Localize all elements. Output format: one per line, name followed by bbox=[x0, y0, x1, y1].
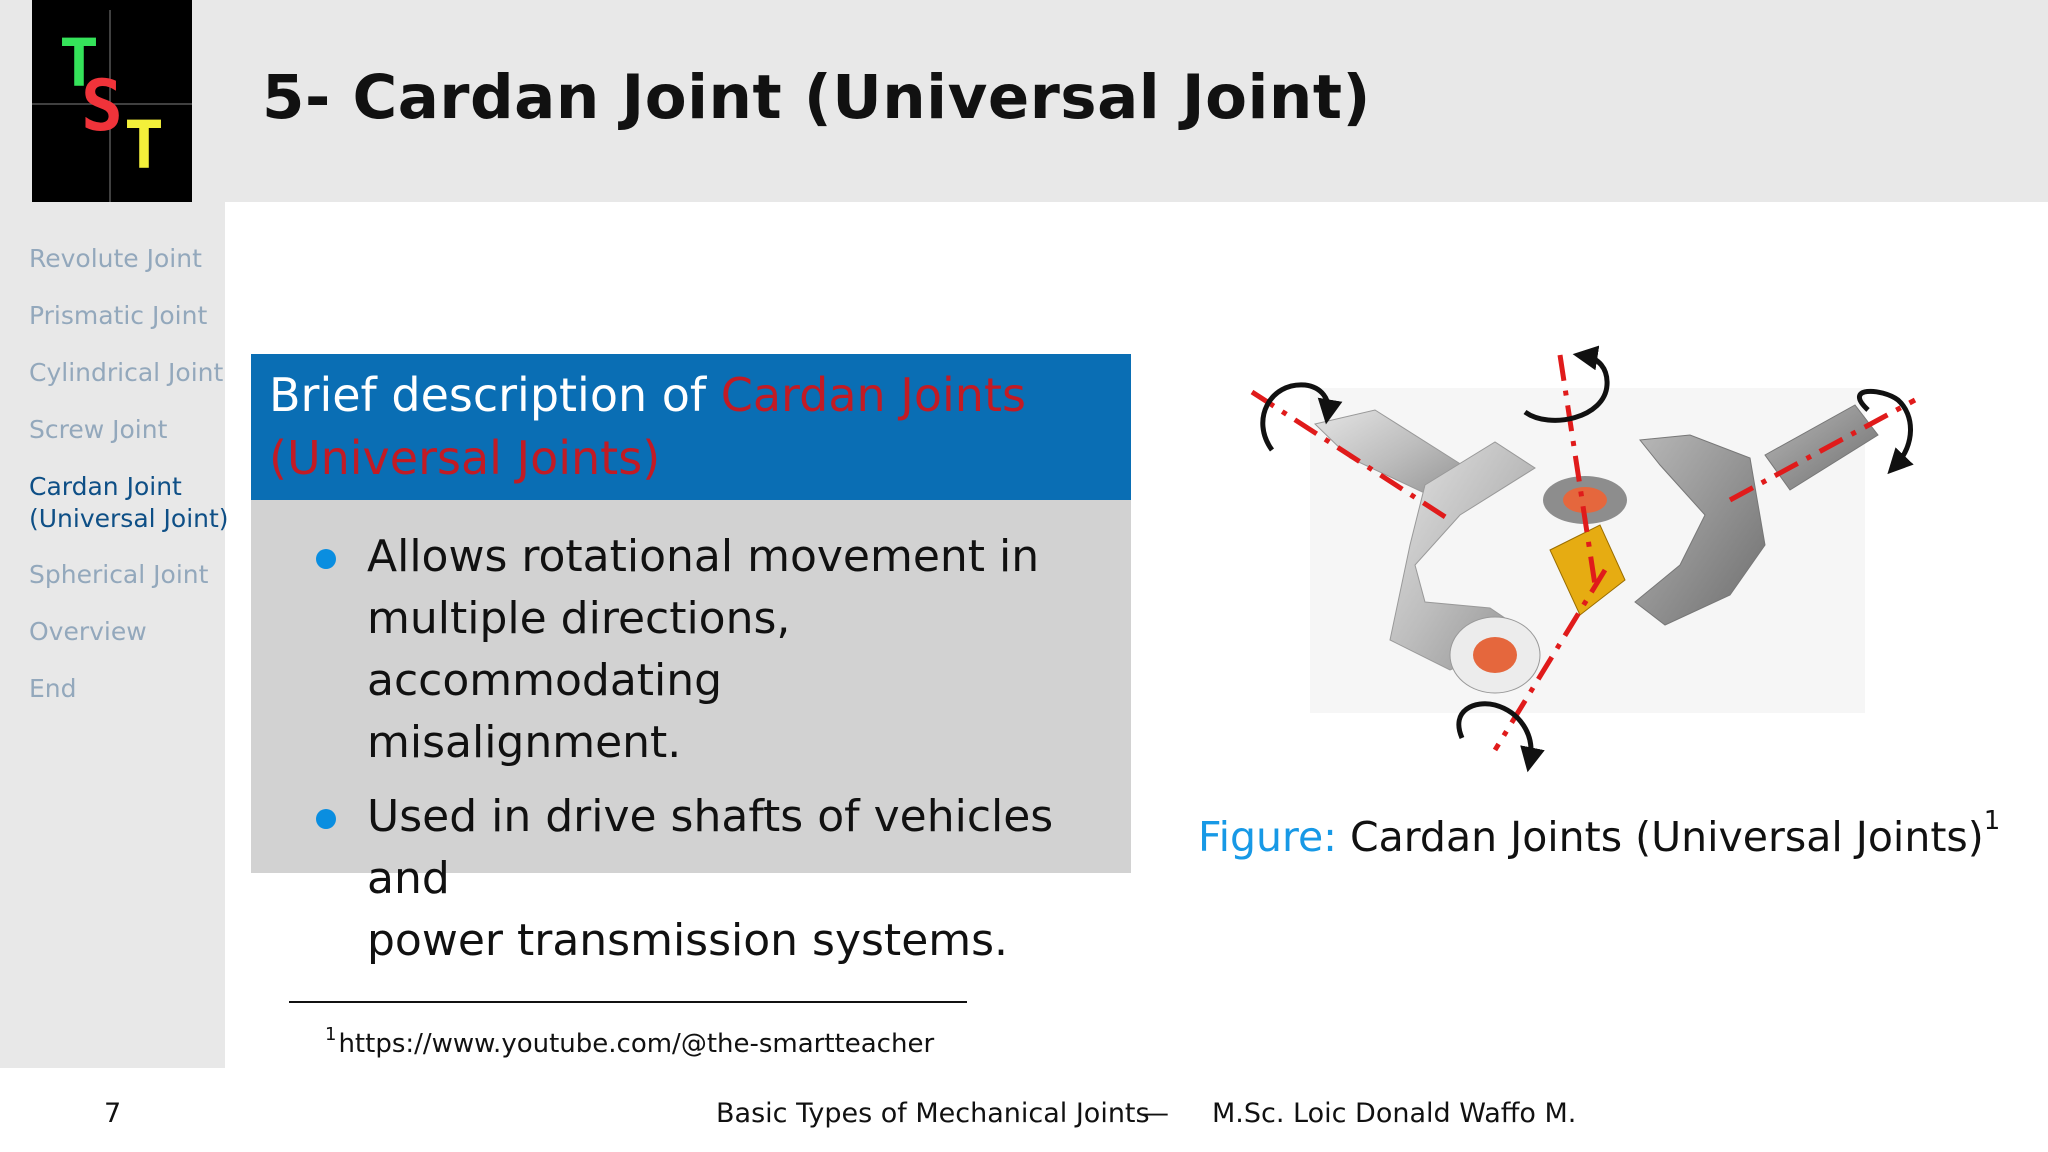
cross-spider bbox=[1549, 524, 1626, 616]
slide-title: 5- Cardan Joint (Universal Joint) bbox=[262, 62, 1371, 133]
sidebar-item-end[interactable]: End bbox=[29, 674, 77, 703]
description-block: Brief description of Cardan Joints (Univ… bbox=[251, 354, 1131, 966]
right-axis-line bbox=[1728, 397, 1917, 503]
logo-letter-t2: T bbox=[124, 107, 164, 184]
vertical-axis-line bbox=[1557, 354, 1598, 586]
back-yoke bbox=[1634, 434, 1766, 626]
sidebar-item-cardan-joint[interactable]: Cardan Joint (Universal Joint) bbox=[29, 471, 229, 535]
sidebar-nav: Revolute Joint Prismatic Joint Cylindric… bbox=[0, 202, 229, 1068]
bullet-line: Allows rotational movement in bbox=[367, 531, 1040, 582]
sidebar-item-prismatic-joint[interactable]: Prismatic Joint bbox=[29, 301, 208, 330]
footer-separator: — bbox=[1142, 1098, 1169, 1129]
sidebar-item-spherical-joint[interactable]: Spherical Joint bbox=[29, 560, 209, 589]
rotation-arrow-bottom-icon bbox=[1456, 701, 1545, 773]
rotation-arrow-right-icon bbox=[1857, 388, 1914, 475]
sidebar-item-overview[interactable]: Overview bbox=[29, 617, 147, 646]
logo-letter-t1: T bbox=[59, 25, 99, 102]
bullet-line: power transmission systems. bbox=[367, 915, 1009, 966]
sidebar-item-cylindrical-joint[interactable]: Cylindrical Joint bbox=[29, 358, 224, 387]
page-number: 7 bbox=[104, 1098, 122, 1129]
bullet-line: multiple directions, accommodating bbox=[367, 593, 791, 706]
block-title: Brief description of Cardan Joints (Univ… bbox=[251, 354, 1131, 500]
sidebar-item-cardan-joint-line1: Cardan Joint bbox=[29, 472, 182, 501]
top-bearing-bore bbox=[1563, 487, 1607, 513]
header-bar bbox=[0, 0, 2048, 202]
figure-caption-text: Cardan Joints (Universal Joints) bbox=[1350, 813, 1984, 861]
bullet-item: Used in drive shafts of vehicles and pow… bbox=[316, 786, 1101, 972]
lower-axis-line bbox=[1492, 568, 1608, 752]
cardan-joint-figure bbox=[1210, 340, 1970, 800]
rotation-arrow-left-icon bbox=[1260, 382, 1343, 452]
block-title-plain: Brief description of bbox=[269, 368, 707, 422]
bottom-bearing-bore bbox=[1473, 637, 1517, 673]
footnote-rule bbox=[289, 1001, 967, 1003]
figure-caption-label: Figure: bbox=[1198, 813, 1337, 861]
tst-logo: T S T bbox=[32, 0, 192, 202]
sidebar-item-cardan-joint-line2: (Universal Joint) bbox=[29, 504, 229, 533]
logo-letter-s: S bbox=[81, 65, 123, 147]
footnote: 1https://www.youtube.com/@the-smartteach… bbox=[325, 1024, 934, 1059]
figure-caption: Figure: Cardan Joints (Universal Joints)… bbox=[1198, 806, 2000, 861]
bullet-dot bbox=[316, 549, 336, 569]
block-body: Allows rotational movement in multiple d… bbox=[251, 500, 1131, 966]
block-title-highlight-2: (Universal Joints) bbox=[269, 431, 661, 485]
right-shaft bbox=[1764, 404, 1879, 491]
bullet-dot bbox=[316, 809, 336, 829]
bullet-item: Allows rotational movement in multiple d… bbox=[316, 526, 1101, 774]
sidebar-item-screw-joint[interactable]: Screw Joint bbox=[29, 415, 168, 444]
bullet-line: Used in drive shafts of vehicles and bbox=[367, 791, 1054, 904]
footer-author: M.Sc. Loic Donald Waffo M. bbox=[1212, 1098, 1577, 1129]
footnote-mark: 1 bbox=[325, 1024, 337, 1045]
figure-caption-footnote-mark: 1 bbox=[1983, 806, 2001, 836]
rotation-arrow-top-icon bbox=[1523, 345, 1610, 423]
block-title-highlight-1: Cardan Joints bbox=[720, 368, 1026, 422]
sidebar-item-revolute-joint[interactable]: Revolute Joint bbox=[29, 244, 202, 273]
footer-title: Basic Types of Mechanical Joints bbox=[716, 1098, 1150, 1129]
footnote-url[interactable]: https://www.youtube.com/@the-smartteache… bbox=[338, 1029, 935, 1059]
front-yoke bbox=[1389, 441, 1536, 671]
left-axis-line bbox=[1250, 389, 1452, 523]
bullet-line: misalignment. bbox=[367, 717, 682, 768]
